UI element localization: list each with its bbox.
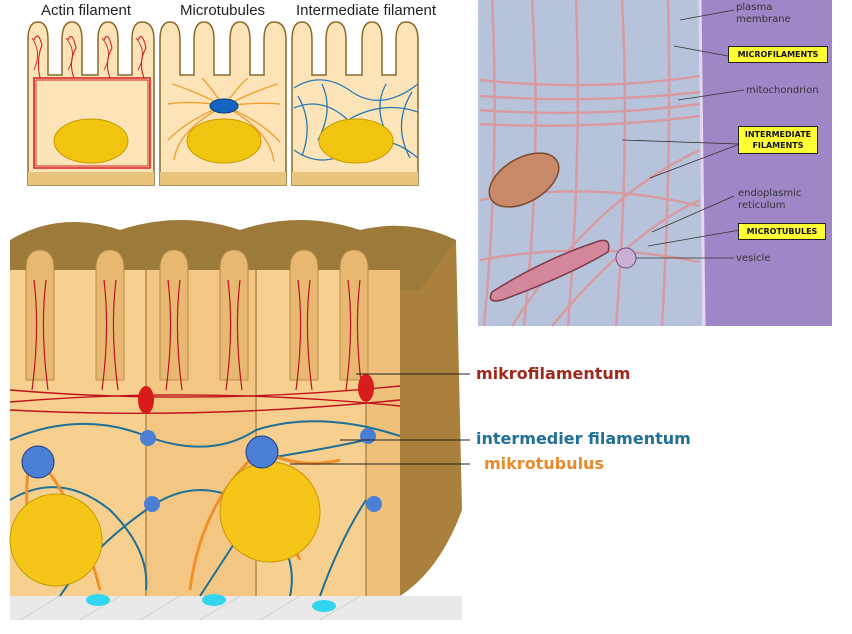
- actin-cell: [27, 21, 155, 186]
- actin-filament-title: Actin filament: [41, 2, 132, 19]
- microfilaments-tag: MICROFILAMENTS: [728, 46, 828, 63]
- er-label: endoplasmic reticulum: [738, 188, 802, 211]
- epithelium-3d-panel: [0, 210, 470, 634]
- intermediate-filament-title: Intermediate filament: [296, 2, 437, 19]
- microtubule-cell: [159, 21, 287, 186]
- cells-drawing: [27, 21, 419, 186]
- intermedier-filamentum-label: intermedier filamentum: [476, 429, 691, 448]
- cytoskeleton-detail-panel: plasma membrane mitochondrion endoplasmi…: [472, 0, 837, 340]
- intermediate-filaments-tag: INTERMEDIATE FILAMENTS: [738, 126, 818, 154]
- intermediate-cell: [291, 21, 419, 186]
- cell-types-panel: Actin filament Microtubules Intermediate…: [22, 0, 436, 190]
- microtubules-title: Microtubules: [180, 2, 266, 19]
- mikrotubulus-label: mikrotubulus: [484, 454, 604, 473]
- microtubules-tag: MICROTUBULES: [738, 223, 826, 240]
- mikrofilamentum-label: mikrofilamentum: [476, 364, 631, 383]
- detail-drawing: [478, 0, 832, 327]
- epithelium-drawing: [9, 220, 470, 621]
- vesicle-label: vesicle: [736, 253, 771, 264]
- plasma-membrane-label: plasma membrane: [736, 2, 791, 25]
- mitochondrion-label: mitochondrion: [746, 85, 819, 96]
